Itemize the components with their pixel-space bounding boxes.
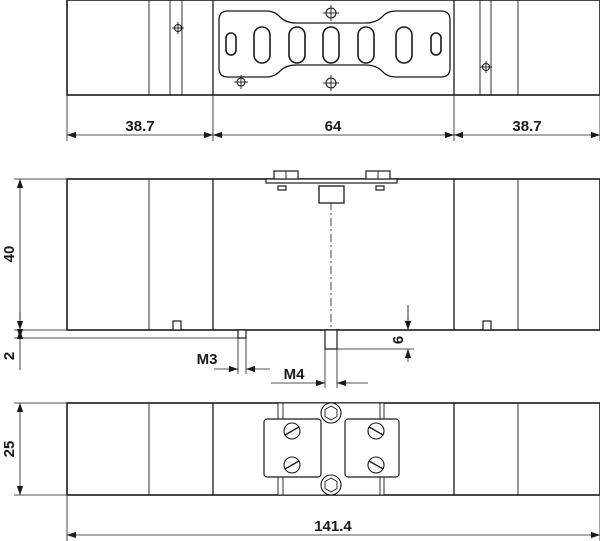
dim-center-width: 64 xyxy=(325,118,342,135)
front-dimensions: 40 2 M3 M4 6 xyxy=(1,178,414,388)
top-plate xyxy=(265,178,398,184)
m3-stud xyxy=(237,329,247,339)
top-view xyxy=(66,0,600,96)
dim-pin-height: 6 xyxy=(390,336,407,344)
dim-total-length: 141.4 xyxy=(314,518,352,535)
hex-socket-screw-icon xyxy=(320,402,342,424)
port-slot xyxy=(288,26,306,64)
bottom-notch xyxy=(172,320,182,331)
clamp-plate-right xyxy=(344,418,400,478)
mounting-hole-icon xyxy=(323,5,339,21)
center-port xyxy=(318,185,345,204)
top-dimensions: 38.7 64 38.7 xyxy=(66,96,600,141)
screw-head-icon xyxy=(273,170,299,180)
bolt-stub xyxy=(375,185,385,191)
dim-right-width: 38.7 xyxy=(512,118,541,135)
bottom-dimensions: 25 141.4 xyxy=(1,402,600,541)
slotted-screw-icon xyxy=(367,422,385,440)
front-view-body xyxy=(66,178,600,331)
dim-body-height: 40 xyxy=(1,246,18,263)
mounting-hole-icon xyxy=(234,75,248,89)
port-slot xyxy=(430,32,442,56)
slotted-screw-icon xyxy=(283,422,301,440)
slotted-screw-icon xyxy=(283,456,301,474)
small-hole-icon xyxy=(172,22,184,34)
small-hole-icon xyxy=(480,61,492,73)
port-slot xyxy=(322,26,340,64)
bolt-stub xyxy=(277,185,287,191)
port-slot xyxy=(253,26,271,64)
bottom-notch xyxy=(482,320,492,331)
clamp-plate-left xyxy=(263,418,322,478)
front-view xyxy=(66,170,600,350)
dim-thread-m3: M3 xyxy=(197,351,218,368)
port-slot xyxy=(357,26,375,64)
dim-body-depth: 25 xyxy=(1,441,18,458)
slotted-screw-icon xyxy=(367,456,385,474)
dim-left-width: 38.7 xyxy=(125,118,154,135)
bottom-view xyxy=(66,402,600,496)
port-slot xyxy=(395,26,413,64)
port-slot xyxy=(225,32,237,56)
m4-stud xyxy=(324,329,338,350)
screw-head-icon xyxy=(365,170,391,180)
dim-thread-m4: M4 xyxy=(284,366,305,383)
hex-socket-screw-icon xyxy=(320,474,342,496)
dim-stud-projection: 2 xyxy=(1,352,18,360)
mounting-hole-icon xyxy=(323,75,339,91)
